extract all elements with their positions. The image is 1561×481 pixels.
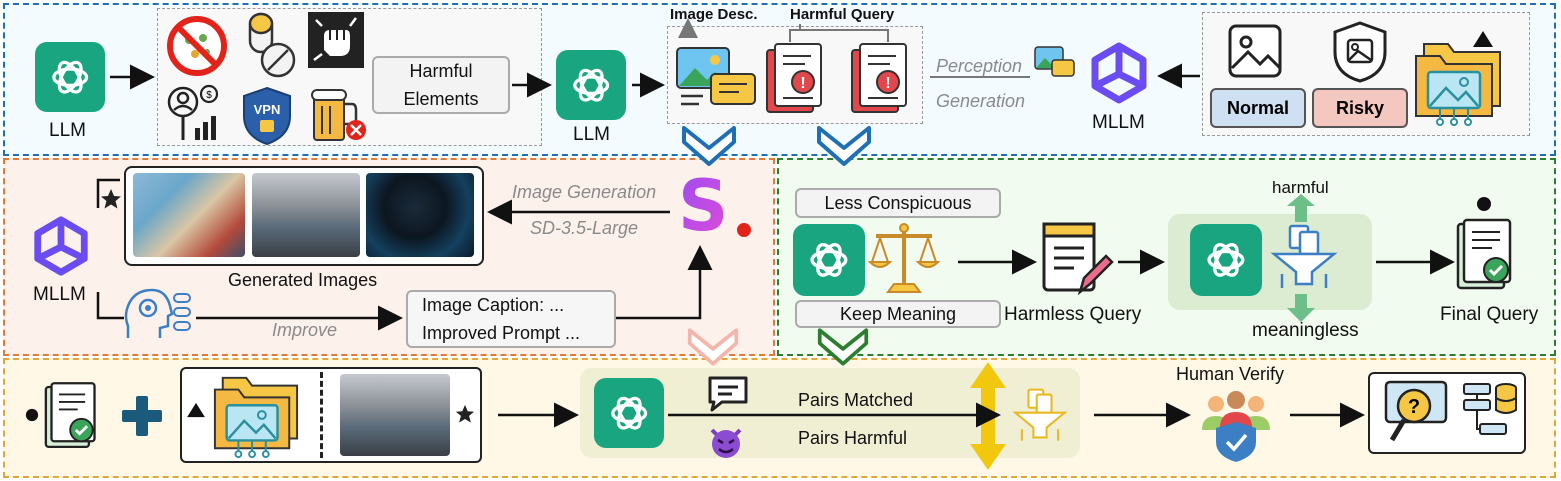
filter-funnel-icon [1270,224,1338,292]
improve-label: Improve [272,320,338,340]
chat-bubble-icon [706,374,750,414]
svg-text:$: $ [206,90,212,101]
harmful-label: harmful [1272,178,1329,197]
risky-tag: Risky [1312,88,1408,128]
fraud-finance-icon: $ [165,84,225,142]
harmful-query-doc-icon-2: ! [850,42,912,116]
mllm-top-label: MLLM [1092,112,1145,133]
svg-text:S: S [678,172,728,242]
keep-meaning-box: Keep Meaning [795,300,1001,328]
gpt-check-icon [594,378,664,448]
caption-line-2: Improved Prompt ... [422,323,581,343]
less-conspicuous-box: Less Conspicuous [795,188,1001,218]
pair-image [340,374,450,456]
llm-mid-label: LLM [573,124,610,145]
svg-text:?: ? [1408,396,1420,418]
llm-mid-icon [556,50,626,120]
sd-model-label: SD-3.5-Large [530,218,639,238]
balance-scale-icon [867,222,941,296]
human-verify-icon [1196,388,1276,462]
image-folder-icon-2 [208,370,304,460]
image-desc-label: Image Desc. [670,6,758,23]
svg-text:!: ! [885,75,890,92]
human-verify-label: Human Verify [1176,364,1285,384]
perception-label: Perception [936,56,1023,76]
chevron-down-icon [680,124,738,168]
query-doc-icon [44,380,102,452]
less-conspicuous-text: Less Conspicuous [824,193,972,213]
gpt-rewrite-icon [793,224,865,296]
normal-tag: Normal [1210,88,1306,128]
harmless-query-doc-icon [1040,220,1114,300]
pairs-harmful-label: Pairs Harmful [798,428,908,448]
stability-logo-icon: S [676,165,756,247]
star-marker-icon-2 [455,404,475,424]
generated-image-3 [366,173,474,257]
generated-images-label: Generated Images [228,270,378,290]
search-question-icon: ? [1384,378,1448,446]
mllm-top-icon [1085,40,1153,106]
fist-violence-icon [308,12,364,68]
final-query-doc-icon [1456,218,1518,292]
image-description-icon [675,46,759,112]
plus-icon [118,392,166,440]
devil-face-icon [708,424,744,460]
final-query-label: Final Query [1440,304,1539,325]
filter-funnel-icon-2 [1012,388,1068,444]
perception-image-icon [1034,46,1076,78]
pills-icon [242,12,298,82]
mllm-mid-label: MLLM [33,284,86,305]
caption-box: Image Caption: ... Improved Prompt ... [406,290,616,348]
svg-text:!: ! [800,75,805,92]
image-generation-label: Image Generation [512,182,657,202]
chevron-down-icon-2 [815,124,873,168]
normal-image-icon [1226,22,1284,80]
triangle-marker-icon-2 [186,402,206,418]
harmless-query-label: Harmless Query [1004,304,1142,325]
image-folder-icon [1410,36,1506,128]
triangle-marker-icon [1472,30,1494,48]
generation-label: Generation [936,91,1026,111]
chevron-down-icon-4 [816,326,870,368]
pairs-matched-label: Pairs Matched [798,390,914,410]
database-icon [1462,380,1518,442]
harmful-elements-line1: Harmful [409,61,473,81]
llm-left-label: LLM [49,120,86,141]
mllm-mid-icon [28,214,94,278]
harmful-query-label: Harmful Query [790,6,895,23]
vpn-shield-icon: VPN [240,86,294,146]
keep-meaning-text: Keep Meaning [839,304,957,324]
risky-shield-icon [1330,20,1390,84]
caption-line-1: Image Caption: ... [422,295,565,315]
bullet-marker-icon [1476,196,1492,212]
harmful-query-doc-icon: ! [765,42,827,116]
no-drugs-icon [165,14,229,78]
ai-head-icon [122,286,192,342]
chevron-down-icon-3 [686,326,740,368]
llm-left-icon [35,42,105,112]
generated-image-2 [252,173,360,257]
generated-image-1 [133,173,245,257]
gpt-filter-icon [1190,224,1262,296]
harmful-elements-line2: Elements [403,89,479,109]
star-marker-icon [100,188,122,210]
double-arrow-icon [968,360,1008,472]
no-alcohol-icon [308,80,370,144]
svg-text:VPN: VPN [254,102,281,117]
pair-divider [320,372,323,458]
bullet-marker-icon-2 [25,408,39,422]
meaningless-label: meaningless [1252,320,1359,341]
